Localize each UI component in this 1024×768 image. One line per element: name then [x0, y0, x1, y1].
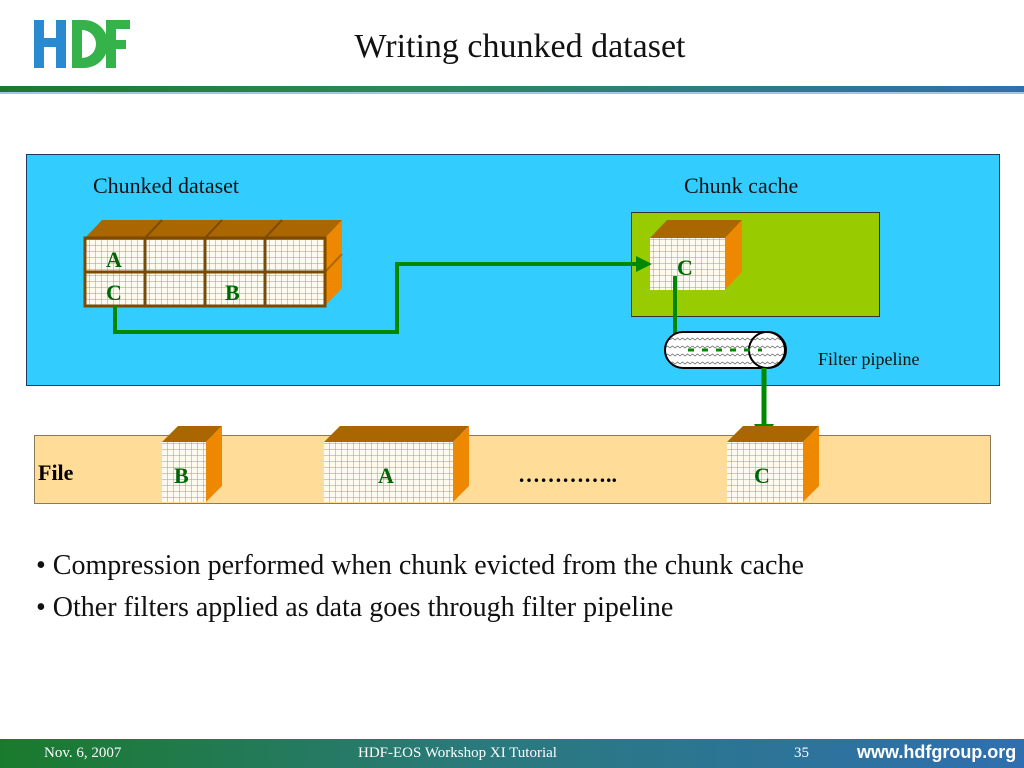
chunked-dataset-block [83, 219, 343, 308]
hdf-logo [34, 20, 130, 68]
cache-chunk [650, 220, 742, 290]
dataset-to-cache-arrow [113, 262, 640, 334]
dataset-chunk-b-label: B [225, 280, 240, 305]
file-chunk-c-label: C [754, 463, 770, 488]
file-ellipsis: ………….. [518, 462, 617, 487]
chunk-cache-label: Chunk cache [684, 173, 799, 198]
file-chunk-a-label: A [378, 463, 394, 488]
file-chunk-a [324, 426, 469, 502]
chunked-dataset-label: Chunked dataset [93, 173, 240, 198]
footer-page-number: 35 [794, 745, 809, 761]
bullet-item: • Other filters applied as data goes thr… [36, 592, 674, 623]
dataset-chunk-c-label: C [106, 280, 122, 305]
file-chunk-b-label: B [174, 463, 189, 488]
file-chunk-b [162, 426, 222, 502]
footer-event: HDF-EOS Workshop XI Tutorial [358, 745, 557, 761]
header-bar-accent [0, 92, 1024, 94]
bullet-item: • Compression performed when chunk evict… [36, 550, 804, 581]
dataset-to-cache-arrowhead [636, 256, 652, 272]
filter-pipeline-label: Filter pipeline [818, 349, 920, 369]
cache-chunk-c-label: C [677, 255, 693, 280]
header-bar [0, 86, 1024, 92]
file-chunk-c [727, 426, 819, 502]
file-label: File [38, 460, 74, 485]
slide-title: Writing chunked dataset [354, 28, 686, 65]
filter-pipeline [664, 331, 787, 369]
bullet-list: • Compression performed when chunk evict… [36, 545, 804, 629]
dataset-chunk-a-label: A [106, 247, 122, 272]
footer-website: www.hdfgroup.org [857, 742, 1017, 762]
footer-date: Nov. 6, 2007 [44, 745, 122, 761]
footer-bar [0, 739, 1024, 768]
